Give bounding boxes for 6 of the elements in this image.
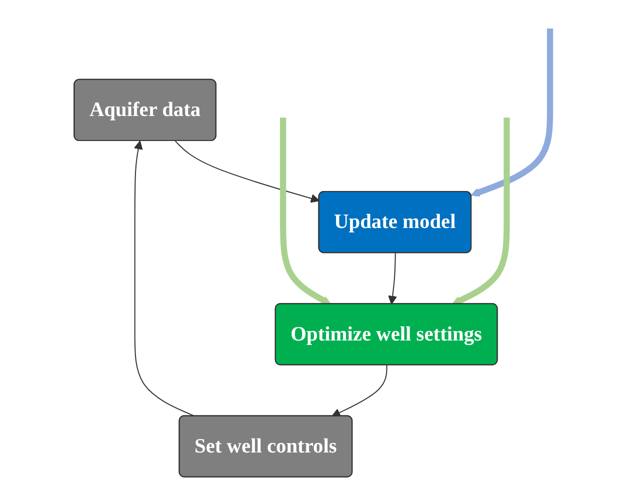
arrow (452, 117, 510, 305)
arrow (280, 117, 331, 304)
arrow (388, 252, 398, 304)
arrow (470, 28, 554, 196)
arrow (175, 140, 320, 202)
arrow (332, 364, 388, 416)
